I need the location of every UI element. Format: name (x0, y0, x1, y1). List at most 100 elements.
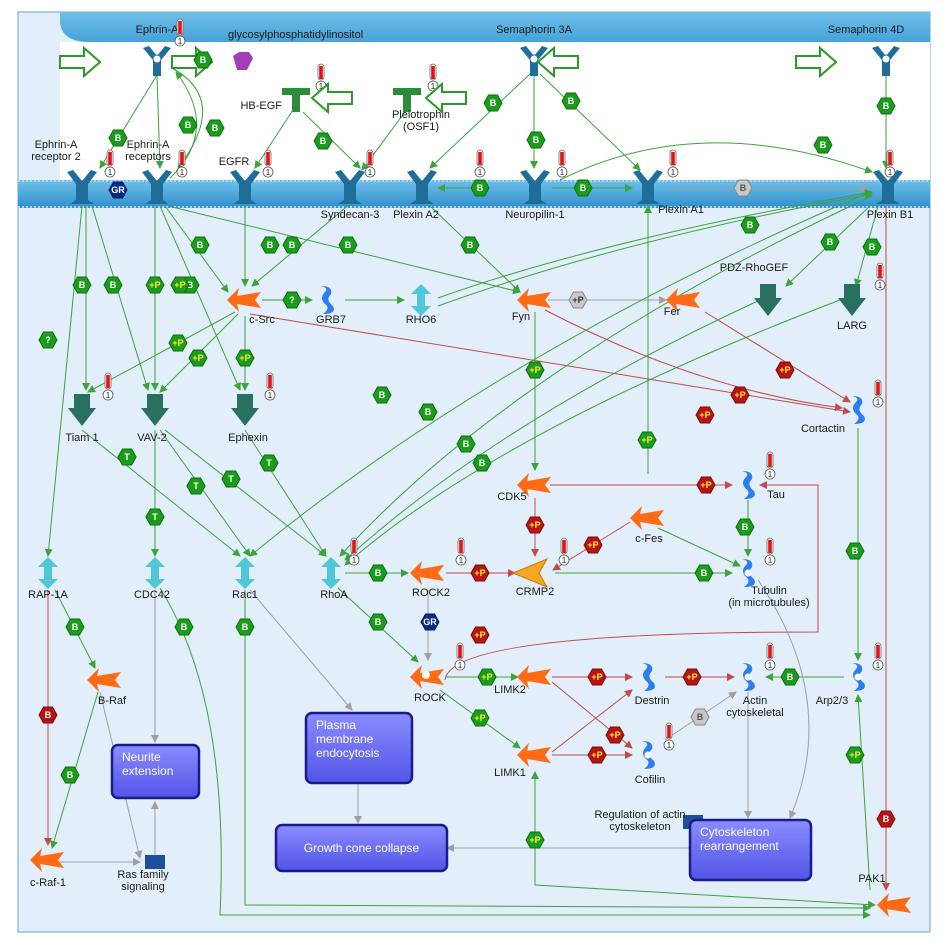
expression-thermometer-icon: 1 (174, 18, 186, 47)
plxb1-node[interactable] (873, 170, 903, 204)
ptn-node[interactable] (393, 88, 421, 112)
gcc-label: Growth cone collapse (304, 841, 420, 855)
svg-text:B: B (79, 280, 86, 290)
rock-label: ROCK (414, 692, 446, 704)
destrin-node[interactable] (642, 663, 655, 691)
expression-thermometer-icon: 1 (884, 149, 896, 178)
rock-node[interactable] (410, 665, 444, 689)
b-marker: B (876, 97, 896, 115)
sema3a-node[interactable] (520, 46, 548, 76)
gcc-box[interactable]: Growth cone collapse (274, 823, 449, 873)
b-marker-red: B (876, 810, 896, 828)
plus-p-marker: +P (525, 361, 545, 379)
svg-text:B: B (200, 55, 207, 65)
badge-one: 1 (478, 168, 483, 177)
pdzrhogef-node[interactable] (754, 284, 782, 316)
rhoa-node[interactable] (321, 557, 341, 589)
epha2-node[interactable] (67, 170, 97, 204)
csrc-node[interactable] (227, 288, 261, 312)
rock2-label: ROCK2 (412, 587, 450, 599)
sdc3-node[interactable] (335, 170, 365, 204)
craf1-node[interactable] (30, 848, 64, 872)
cortactin-label: Cortactin (801, 423, 845, 435)
plxa1-node[interactable] (633, 170, 663, 204)
badge-one: 1 (352, 556, 357, 565)
plxa2-node[interactable] (407, 170, 437, 204)
nrp1-node[interactable] (520, 170, 550, 204)
b-marker: B (108, 129, 128, 147)
limk2-node[interactable] (517, 665, 551, 689)
rap1a-node[interactable] (38, 557, 58, 589)
edge (544, 309, 843, 412)
gr-marker: GR (420, 613, 440, 631)
svg-text:+P: +P (849, 750, 860, 760)
gpi-label: glycosylphosphatidylinositol (228, 29, 363, 41)
b-marker: B (813, 136, 833, 154)
gpi-node[interactable] (233, 52, 253, 70)
rho6-node[interactable] (411, 284, 431, 316)
ephar-node[interactable] (142, 170, 172, 204)
sema4d-node[interactable] (872, 46, 900, 76)
svg-text:B: B (787, 672, 794, 682)
b-marker-gray: B (733, 179, 753, 197)
edge (437, 189, 873, 299)
hbegf-label: HB-EGF (240, 100, 282, 112)
rasfam-node[interactable] (145, 855, 165, 869)
pak1-node[interactable] (877, 893, 911, 917)
cofilin-node[interactable] (642, 741, 655, 769)
tau-node[interactable] (742, 471, 755, 499)
fer-node[interactable] (666, 288, 700, 312)
gr-marker: GR (108, 181, 128, 199)
svg-text:T: T (266, 458, 272, 468)
binding-arrow-icon (59, 45, 102, 79)
plus-p-marker-red: +P (775, 361, 795, 379)
ephrinA-label: Ephrin-A (136, 24, 179, 36)
svg-text:B: B (242, 622, 249, 632)
craf1-label: c-Raf-1 (30, 877, 66, 889)
b-marker: B (235, 618, 255, 636)
ephrinA-node[interactable] (143, 46, 171, 76)
svg-text:+P: +P (700, 480, 711, 490)
braf-node[interactable] (87, 668, 121, 692)
fyn-node[interactable] (517, 288, 551, 312)
b-marker: B (735, 518, 755, 536)
b-marker: B (694, 564, 714, 582)
arp23-node[interactable] (852, 663, 865, 691)
upper-membrane (60, 12, 930, 60)
tiam1-node[interactable] (68, 394, 96, 426)
b-marker: B (193, 51, 213, 69)
actin-node[interactable] (742, 663, 755, 691)
plus-p-marker: +P (477, 668, 497, 686)
egfr-node[interactable] (230, 170, 260, 204)
svg-text:+P: +P (591, 750, 602, 760)
b-marker: B (313, 132, 333, 150)
cdk5-node[interactable] (517, 473, 551, 497)
cfes-node[interactable] (630, 506, 664, 530)
edge (87, 311, 236, 393)
limk1-node[interactable] (517, 743, 551, 767)
edge (429, 73, 531, 169)
tubulin-node[interactable] (742, 559, 755, 587)
b-marker: B (845, 542, 865, 560)
cortactin-node[interactable] (852, 396, 865, 424)
hbegf-node[interactable] (282, 88, 310, 112)
svg-text:+P: +P (172, 338, 183, 348)
grb7-node[interactable] (321, 286, 334, 314)
edge (44, 205, 83, 557)
larg-node[interactable] (838, 284, 866, 316)
svg-text:+P: +P (192, 353, 203, 363)
cdc42-node[interactable] (145, 557, 165, 589)
ephexin-node[interactable] (231, 394, 259, 426)
rac1-node[interactable] (235, 557, 255, 589)
rock2-node[interactable] (410, 561, 444, 585)
crmp2-node[interactable] (511, 557, 549, 589)
vav2-node[interactable] (141, 394, 169, 426)
svg-text:B: B (212, 123, 219, 133)
vav2-label: VAV-2 (137, 432, 167, 444)
